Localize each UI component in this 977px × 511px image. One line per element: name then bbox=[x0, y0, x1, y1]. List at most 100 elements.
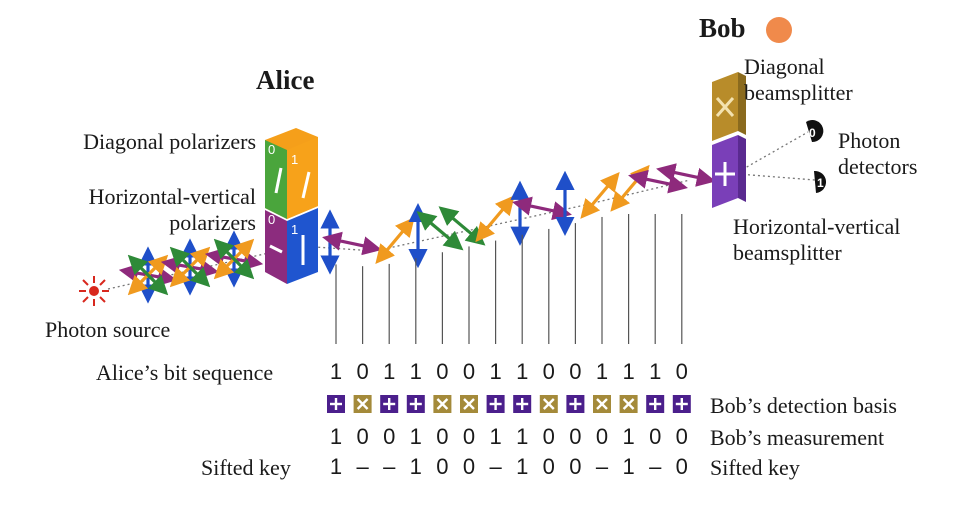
bob-title: Bob bbox=[699, 13, 746, 43]
photon-diagonal-down-arrow bbox=[127, 254, 169, 296]
sequence-cell: 1 bbox=[489, 359, 502, 384]
sequence-cell: 1 bbox=[622, 454, 635, 479]
sequence-cell: 1 bbox=[622, 424, 635, 449]
photon-detectors-label-line1: Photon bbox=[838, 128, 901, 153]
sequence-cell: – bbox=[595, 454, 609, 479]
sequence-cell: 0 bbox=[675, 424, 688, 449]
hv-polarizer-one-mark: 1 bbox=[291, 222, 298, 237]
bob-basis-label: Bob’s detection basis bbox=[710, 393, 897, 418]
sequence-cell: 1 bbox=[595, 359, 609, 384]
diagonal-beamsplitter-label-line1: Diagonal bbox=[744, 54, 825, 79]
photon-horizontal-arrow bbox=[656, 163, 716, 187]
sequence-cell: 0 bbox=[675, 454, 688, 479]
basis-plus-icon bbox=[646, 395, 665, 413]
sequence-cell: – bbox=[649, 454, 662, 479]
sequence-cell: 0 bbox=[569, 454, 582, 479]
sequence-cell: 0 bbox=[462, 424, 476, 449]
hv-beamsplitter bbox=[712, 135, 746, 208]
sequence-cell: 0 bbox=[436, 424, 449, 449]
polarized-photons bbox=[320, 163, 716, 275]
basis-plus-icon bbox=[486, 395, 505, 413]
photon-diagonal-up-arrow bbox=[475, 195, 515, 243]
photon-detector-one-icon: 1 bbox=[814, 170, 827, 193]
sequence-cell: 1 bbox=[329, 424, 343, 449]
basis-plus-icon bbox=[327, 395, 345, 413]
photon-detector-zero-icon: 0 bbox=[806, 120, 824, 143]
mouse-pointer-icon bbox=[766, 17, 792, 43]
photon-horizontal-arrow bbox=[512, 196, 572, 221]
sequence-cell: 0 bbox=[356, 359, 369, 384]
sequence-cell: 0 bbox=[542, 359, 555, 384]
sequence-cell: 0 bbox=[649, 424, 662, 449]
sequence-cell: 1 bbox=[622, 359, 635, 384]
basis-cross-icon bbox=[593, 395, 611, 413]
hv-beamsplitter-label-line2: beamsplitter bbox=[733, 240, 842, 265]
basis-plus-icon bbox=[406, 395, 425, 413]
basis-plus-icon bbox=[513, 395, 532, 413]
photon-horizontal-arrow bbox=[628, 169, 688, 194]
bob-measurement-label: Bob’s measurement bbox=[710, 425, 885, 450]
basis-plus-icon bbox=[380, 395, 399, 413]
sequence-cell: 0 bbox=[436, 454, 449, 479]
unpolarized-photon-icon bbox=[118, 246, 178, 304]
sequence-cell: 0 bbox=[569, 424, 582, 449]
basis-plus-icon bbox=[566, 395, 585, 413]
sequence-cell: 1 bbox=[329, 454, 343, 479]
sequence-cell: 0 bbox=[462, 359, 476, 384]
hv-polarizers-label-line2: polarizers bbox=[169, 210, 256, 235]
sequence-cell: 0 bbox=[383, 424, 396, 449]
unpolarized-photons bbox=[118, 230, 264, 304]
sequence-cell: 1 bbox=[516, 454, 529, 479]
sequence-cell: 1 bbox=[409, 454, 422, 479]
sequence-cell: 0 bbox=[356, 424, 369, 449]
hv-polarizers-label-line1: Horizontal-vertical bbox=[88, 184, 256, 209]
basis-cross-icon bbox=[433, 395, 452, 413]
photon-diagonal-up-arrow bbox=[580, 171, 620, 219]
detector-zero-mark: 0 bbox=[809, 126, 816, 140]
photon-diagonal-down-arrow bbox=[213, 238, 255, 280]
sequence-cell: 1 bbox=[649, 359, 662, 384]
sequence-cell: – bbox=[383, 454, 396, 479]
bob-basis-row bbox=[327, 395, 691, 413]
sequence-cell: 1 bbox=[516, 424, 529, 449]
hv-polarizer-zero-mark: 0 bbox=[268, 212, 275, 227]
sequence-cell: 0 bbox=[436, 359, 449, 384]
sifted-key-right-label: Sifted key bbox=[710, 455, 800, 480]
detector-one-mark: 1 bbox=[817, 176, 824, 190]
sequence-cell: 1 bbox=[489, 424, 502, 449]
photon-source-label: Photon source bbox=[45, 317, 171, 342]
sifted-key-left-label: Sifted key bbox=[201, 455, 291, 480]
diagonal-polarizers-label: Diagonal polarizers bbox=[83, 129, 256, 154]
diagonal-polarizers: 0 1 bbox=[265, 128, 318, 219]
sequence-cell: 1 bbox=[383, 359, 396, 384]
sequence-cell: 0 bbox=[569, 359, 582, 384]
sequence-cell: 1 bbox=[409, 424, 422, 449]
sequence-cell: – bbox=[356, 454, 369, 479]
sequence-cell: 0 bbox=[462, 454, 476, 479]
sequence-cell: 1 bbox=[516, 359, 529, 384]
basis-cross-icon bbox=[619, 395, 638, 413]
basis-cross-icon bbox=[460, 395, 478, 413]
sequence-cell: – bbox=[489, 454, 502, 479]
photon-diagonal-up-arrow bbox=[375, 217, 415, 265]
sequence-cell: 0 bbox=[542, 424, 555, 449]
hv-polarizers: 0 1 bbox=[265, 208, 318, 284]
photon-diagonal-down-arrow bbox=[438, 206, 486, 246]
photon-source-icon bbox=[79, 276, 109, 306]
alice-title: Alice bbox=[256, 65, 315, 95]
hv-beamsplitter-label-line1: Horizontal-vertical bbox=[733, 214, 901, 239]
basis-plus-icon bbox=[672, 395, 691, 413]
photon-horizontal-arrow bbox=[322, 231, 382, 256]
sequence-guide-lines bbox=[335, 214, 683, 344]
diag-polarizer-zero-mark: 0 bbox=[268, 142, 275, 157]
diagonal-beamsplitter-label-line2: beamsplitter bbox=[744, 80, 853, 105]
sequence-cell: 1 bbox=[409, 359, 422, 384]
unpolarized-photon-icon bbox=[160, 238, 220, 296]
sequence-cell: 0 bbox=[595, 424, 609, 449]
sequence-cell: 0 bbox=[542, 454, 555, 479]
photon-detectors-label-line2: detectors bbox=[838, 154, 918, 179]
unpolarized-photon-icon bbox=[204, 230, 264, 288]
diag-polarizer-one-mark: 1 bbox=[291, 152, 298, 167]
